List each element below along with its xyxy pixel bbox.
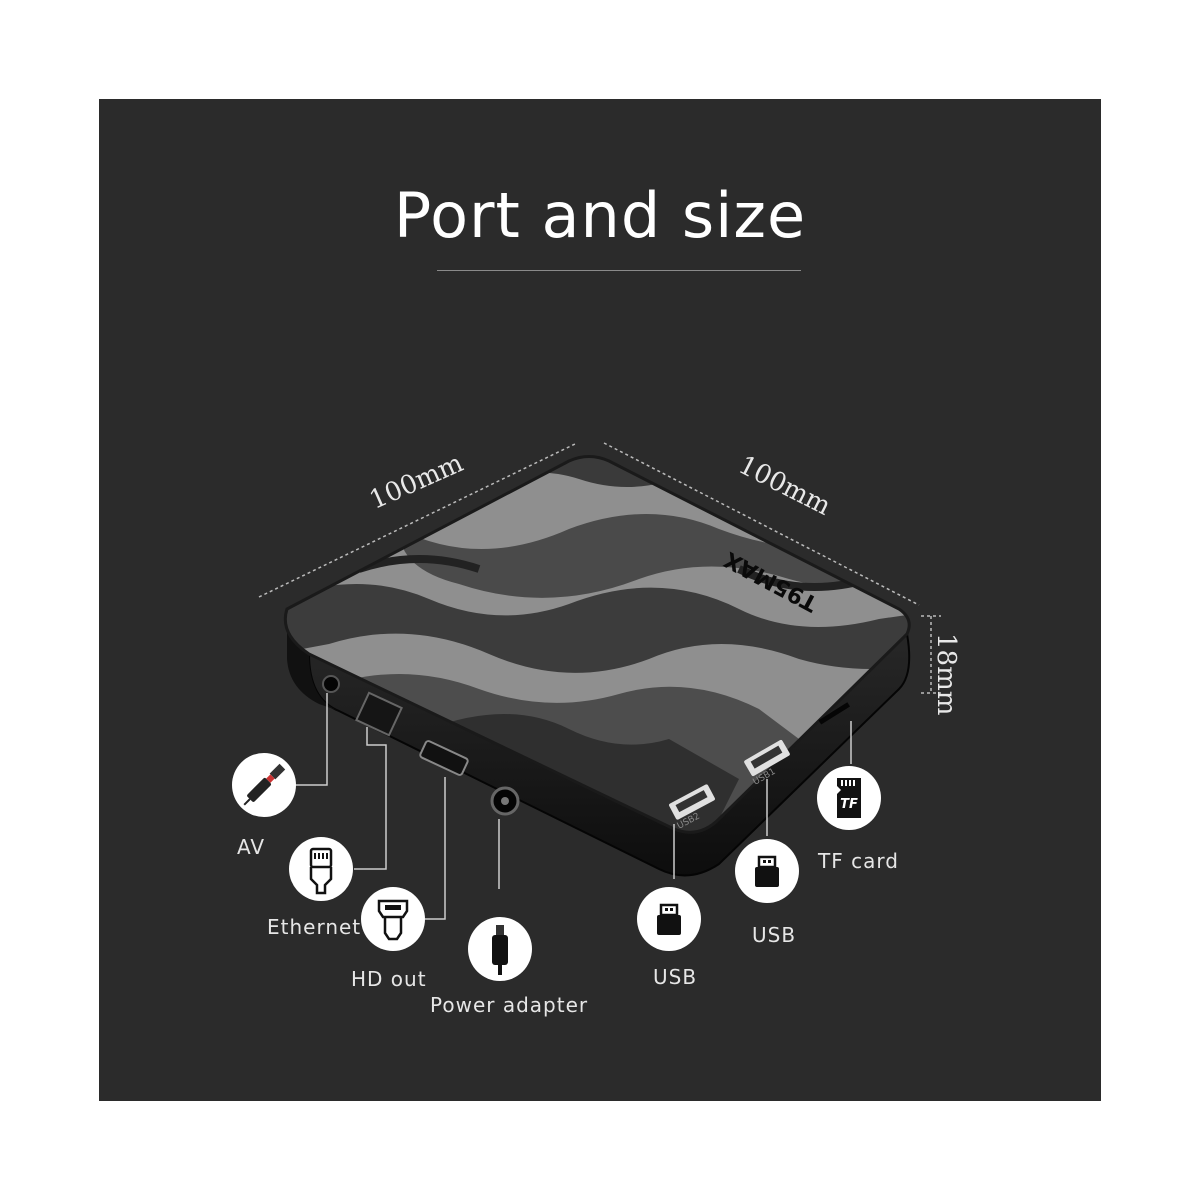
tf-slot — [818, 702, 851, 725]
height-dimension-label: 18mm — [931, 633, 961, 716]
device-illustration: T95MAX USB2 USB1 — [258, 442, 941, 920]
width-dimension-line — [258, 442, 578, 598]
dc-plug-icon — [468, 917, 532, 981]
page-title: Port and size — [393, 179, 807, 252]
title-divider — [437, 270, 801, 271]
hdmi-plug-icon — [361, 887, 425, 951]
depth-dimension-line — [603, 442, 920, 606]
av-jack-icon — [232, 753, 296, 817]
av-port — [322, 675, 340, 693]
port-label-hd-out: HD out — [351, 967, 427, 991]
port-label-usb-1: USB — [752, 923, 797, 947]
usb-plug-icon — [735, 839, 799, 903]
ethernet-plug-icon — [289, 837, 353, 901]
product-panel: Port and size — [99, 99, 1101, 1101]
ethernet-port — [355, 691, 403, 737]
usb-plug-icon — [637, 887, 701, 951]
svg-text:TF: TF — [840, 797, 858, 812]
port-label-power-adapter: Power adapter — [430, 993, 589, 1017]
port-label-ethernet: Ethernet — [267, 915, 362, 939]
hdmi-port — [419, 740, 469, 776]
tf-card-icon: TF — [817, 766, 881, 830]
port-label-usb-2: USB — [653, 965, 698, 989]
port-label-av: AV — [237, 835, 266, 859]
port-label-tf-card: TF card — [818, 849, 899, 873]
